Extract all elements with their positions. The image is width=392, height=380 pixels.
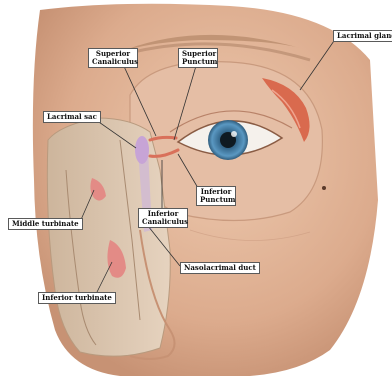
lacrimal-sac-shape	[135, 136, 149, 164]
label-inferior-punctum-line2: Punctum	[200, 196, 232, 204]
label-lacrimal-gland: Lacrimal gland	[333, 30, 392, 42]
label-inferior-punctum: Inferior Punctum	[196, 186, 236, 206]
label-superior-punctum-line2: Punctum	[182, 58, 214, 66]
label-nasolacrimal-duct: Nasolacrimal duct	[180, 262, 260, 274]
label-inferior-turbinate: Inferior turbinate	[38, 292, 116, 304]
label-superior-punctum: Superior Punctum	[178, 48, 218, 68]
label-lacrimal-sac: Lacrimal sac	[43, 111, 101, 123]
label-inferior-canaliculus-line2: Canaliculus	[142, 218, 184, 226]
label-middle-turbinate: Middle turbinate	[8, 218, 83, 230]
nasal-cavity	[47, 118, 170, 356]
label-inferior-canaliculus: Inferior Canaliculus	[138, 208, 188, 228]
label-superior-canaliculus: Superior Canaliculus	[88, 48, 138, 68]
label-superior-canaliculus-line2: Canaliculus	[92, 58, 134, 66]
